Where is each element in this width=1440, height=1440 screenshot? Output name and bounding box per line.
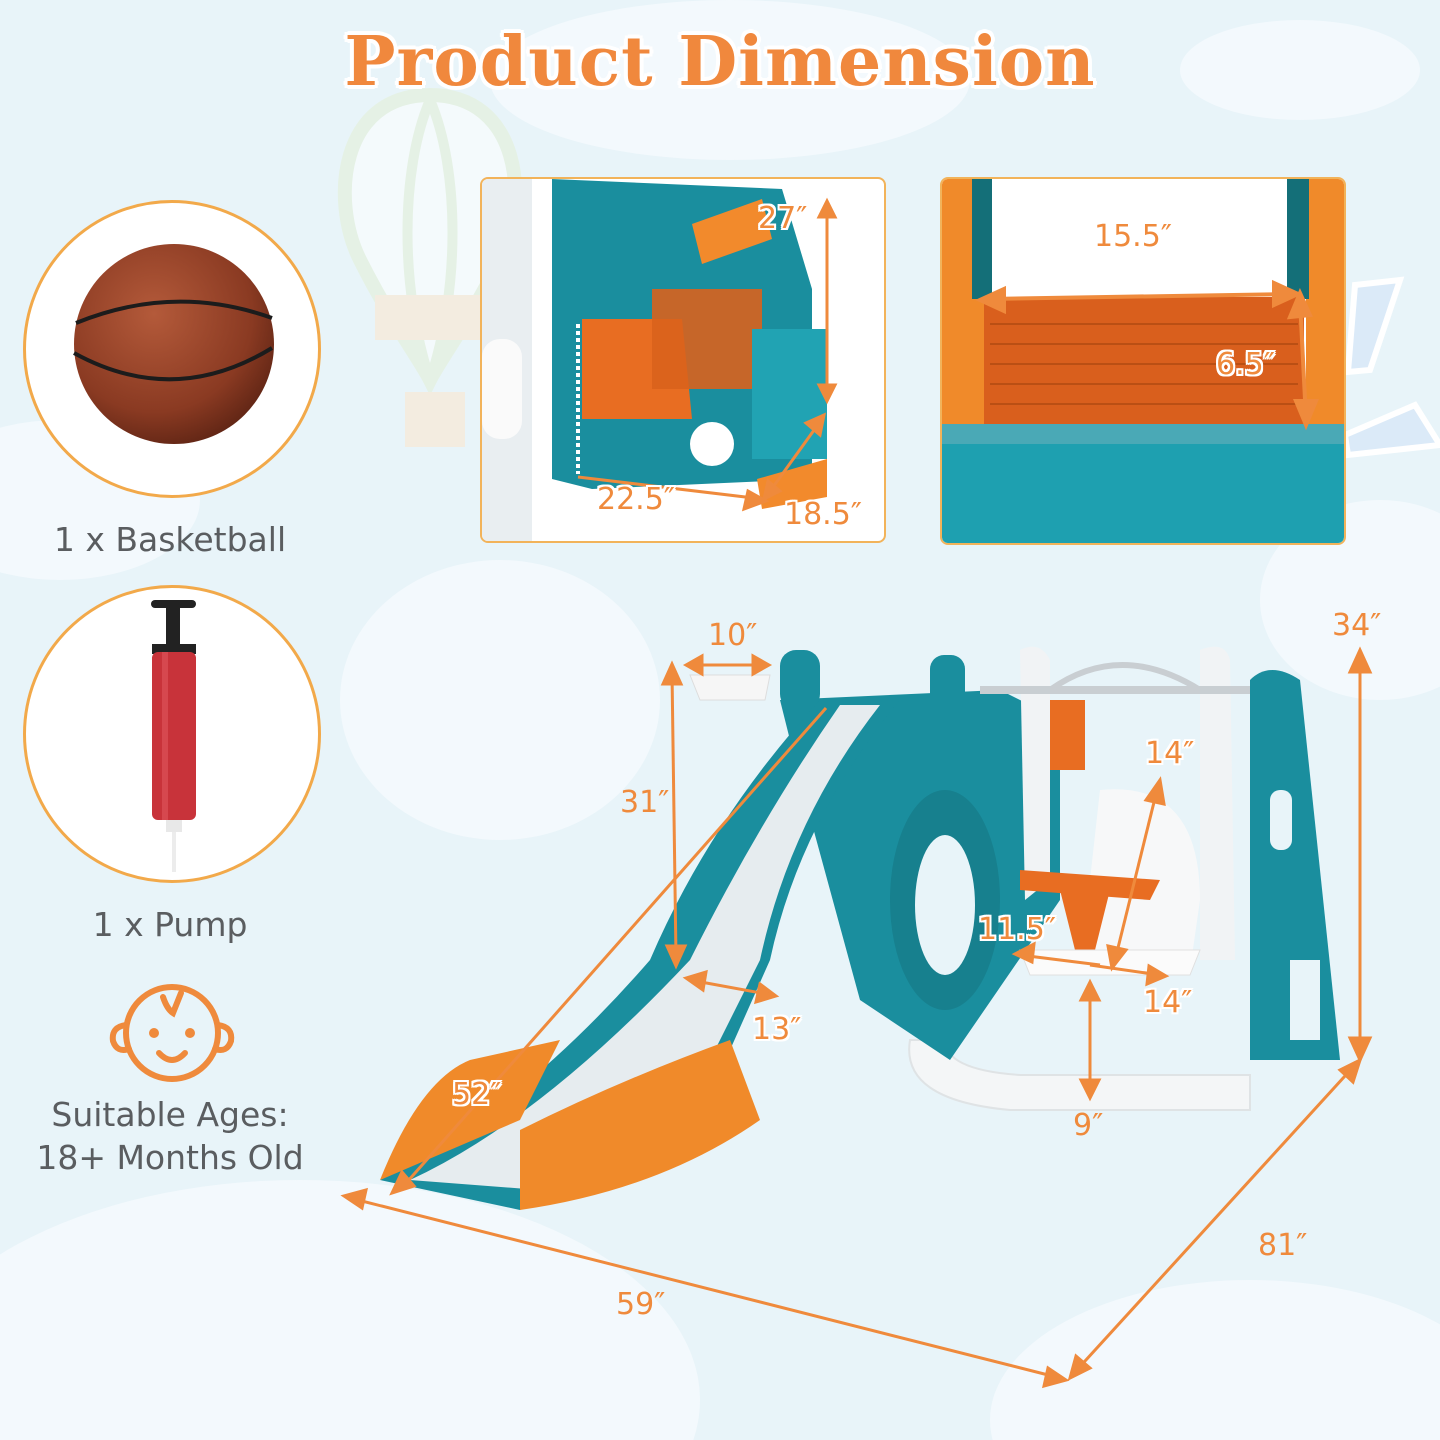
step-height-label: 6.5″ [1216, 347, 1275, 382]
age-line2: 18+ Months Old [36, 1138, 304, 1177]
swing-seat-width-label: 14″ [1143, 985, 1193, 1020]
swing-clearance-label: 9″ [1073, 1108, 1104, 1143]
slide-width-label: 13″ [752, 1012, 802, 1047]
step-detail-panel: 15.5″ 6.5″ [940, 177, 1346, 545]
truck-illustration [482, 179, 838, 541]
overall-height-label: 34″ [1332, 608, 1382, 643]
basketball-label: 1 x Basketball [53, 520, 287, 559]
page-title: Product Dimension [344, 22, 1096, 102]
swing-height-label: 14″ [1145, 736, 1195, 771]
step-width-label: 15.5″ [1094, 219, 1173, 254]
hand-pump-icon [151, 600, 196, 872]
hoop-width-label: 10″ [708, 618, 758, 653]
pump-label: 1 x Pump [92, 905, 248, 944]
overall-depth-label: 81″ [1258, 1228, 1308, 1263]
truck-length-label: 22.5″ [597, 482, 676, 517]
basketball-icon [73, 244, 274, 444]
truck-height-label: 27″ [758, 201, 808, 236]
age-line1: Suitable Ages: [51, 1095, 289, 1134]
basketball-circle [23, 200, 321, 498]
overall-length-label: 59″ [616, 1287, 666, 1322]
truck-detail-panel: 27″ 22.5″ 18.5″ [480, 177, 886, 543]
swing-seat-depth-label: 11.5″ [978, 912, 1057, 947]
step-illustration [942, 179, 1344, 543]
slide-length-label: 52″ [452, 1077, 502, 1112]
truck-width-label: 18.5″ [784, 497, 863, 532]
baby-face-icon [109, 984, 235, 1082]
pump-circle [23, 585, 321, 883]
hoop-height-label: 31″ [620, 785, 670, 820]
